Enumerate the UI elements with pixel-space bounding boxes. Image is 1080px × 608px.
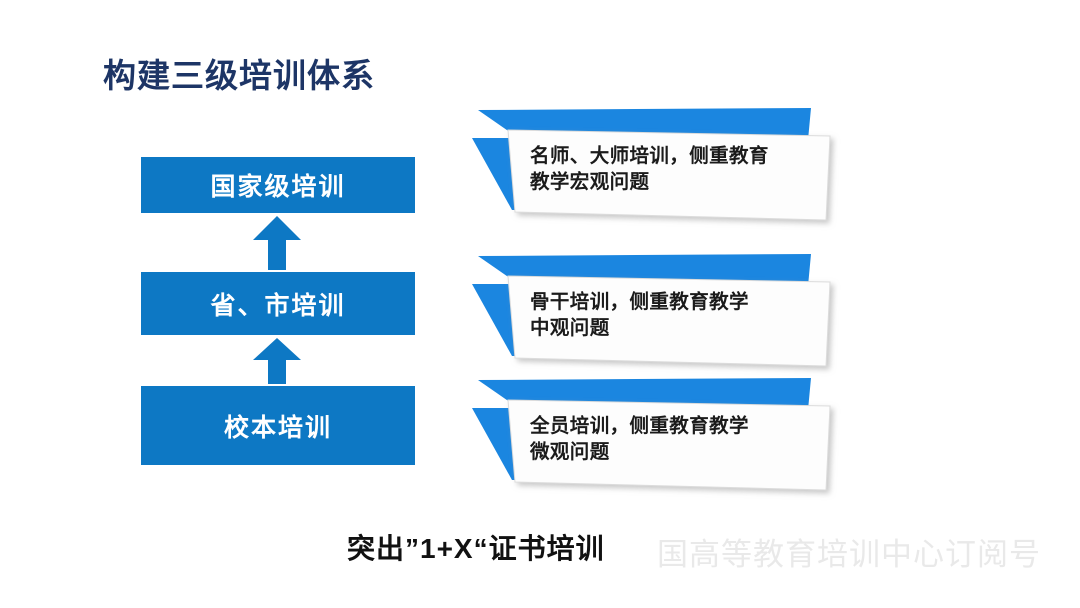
callout-banner-shape bbox=[468, 102, 868, 232]
watermark-text: 国高等教育培训中心订阅号 bbox=[657, 537, 1041, 572]
callout-banner-shape bbox=[468, 248, 868, 378]
bottom-caption: 突出”1+X“证书培训 bbox=[347, 533, 605, 564]
arrow-up-school-to-province-icon bbox=[253, 338, 301, 384]
callout-banner-text: 全员培训，侧重教育教学 微观问题 bbox=[530, 414, 830, 465]
callout-banner-text: 名师、大师培训，侧重教育 教学宏观问题 bbox=[530, 144, 830, 195]
callout-line-1: 全员培训，侧重教育教学 bbox=[530, 415, 749, 437]
callout-line-1: 骨干培训，侧重教育教学 bbox=[530, 291, 749, 313]
callout-line-2: 微观问题 bbox=[530, 440, 610, 463]
callout-banner-school[interactable]: 全员培训，侧重教育教学 微观问题 bbox=[468, 372, 868, 502]
page-title: 构建三级培训体系 bbox=[103, 57, 375, 94]
level-box-label: 国家级培训 bbox=[210, 173, 346, 201]
callout-banner-national[interactable]: 名师、大师培训，侧重教育 教学宏观问题 bbox=[468, 102, 868, 232]
arrow-up-province-to-national-icon bbox=[253, 216, 301, 270]
callout-banner-province[interactable]: 骨干培训，侧重教育教学 中观问题 bbox=[468, 248, 868, 378]
level-box-school-based[interactable]: 校本培训 bbox=[141, 386, 415, 465]
callout-banner-text: 骨干培训，侧重教育教学 中观问题 bbox=[530, 290, 830, 341]
level-box-national[interactable]: 国家级培训 bbox=[141, 157, 415, 213]
callout-line-2: 教学宏观问题 bbox=[530, 170, 650, 193]
callout-line-1: 名师、大师培训，侧重教育 bbox=[530, 145, 769, 167]
level-box-label: 省、市培训 bbox=[210, 291, 346, 320]
level-box-province-city[interactable]: 省、市培训 bbox=[141, 272, 415, 335]
level-box-label: 校本培训 bbox=[223, 413, 332, 442]
callout-line-2: 中观问题 bbox=[530, 316, 610, 339]
callout-banner-shape bbox=[468, 372, 868, 502]
